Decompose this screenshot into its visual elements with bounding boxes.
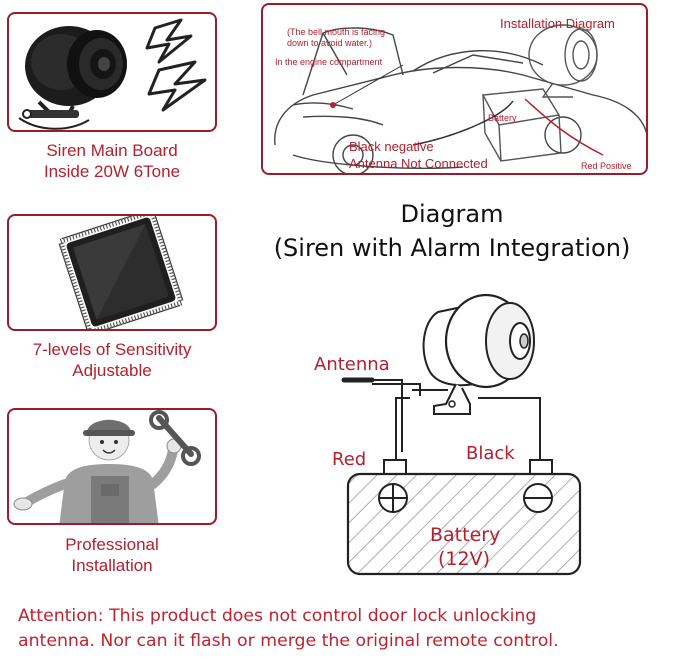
siren-image	[18, 18, 207, 130]
wiring-siren-icon	[422, 293, 535, 415]
installation-caption-line1: Professional	[65, 535, 159, 554]
sensitivity-caption: 7-levels of Sensitivity Adjustable	[2, 339, 222, 381]
battery-label: Battery	[430, 524, 501, 546]
battery-voltage-label: (12V)	[438, 548, 490, 570]
black-wire-label: Black	[466, 443, 515, 464]
installation-caption: Professional Installation	[2, 534, 222, 576]
red-positive-label: Red Positive	[581, 161, 632, 171]
installation-feature-card	[7, 408, 217, 525]
antenna-not-connected-label: Antenna Not Connected	[349, 156, 488, 171]
siren-feature-card	[7, 12, 217, 132]
installation-diagram-title: Installation Diagram	[500, 16, 615, 31]
engine-compartment-note: In the engine compartment	[275, 57, 383, 67]
attention-line1: Attention: This product does not control…	[18, 606, 537, 626]
sensitivity-feature-card	[7, 214, 217, 331]
black-negative-label: Black negative	[349, 139, 434, 154]
battery-icon	[346, 472, 582, 576]
car-sketch	[274, 24, 646, 173]
installation-caption-line2: Installation	[71, 556, 153, 575]
chip-image	[57, 216, 185, 329]
siren-caption: Siren Main Board Inside 20W 6Tone	[2, 140, 222, 182]
siren-caption-line1: Siren Main Board	[46, 141, 178, 160]
technician-image	[13, 410, 201, 523]
siren-caption-line2: Inside 20W 6Tone	[43, 162, 181, 181]
installation-diagram-card: (The bell mouth is facing down to avoid …	[261, 3, 648, 175]
attention-notice: Attention: This product does not control…	[18, 604, 678, 654]
attention-line2: antenna. Nor can it flash or merge the o…	[18, 631, 559, 651]
car-battery-label: Battery	[488, 113, 517, 123]
sensitivity-caption-line1: 7-levels of Sensitivity	[32, 340, 192, 359]
bell-mouth-note-line1: (The bell mouth is facing	[287, 27, 386, 37]
antenna-label: Antenna	[314, 354, 390, 375]
diagram-title-line1: Diagram	[400, 200, 504, 228]
red-wire-label: Red	[332, 449, 367, 470]
bell-mouth-note-line2: down to avoid water.)	[287, 38, 373, 48]
diagram-title-line2: (Siren with Alarm Integration)	[273, 234, 631, 262]
sensitivity-caption-line2: Adjustable	[72, 361, 152, 380]
